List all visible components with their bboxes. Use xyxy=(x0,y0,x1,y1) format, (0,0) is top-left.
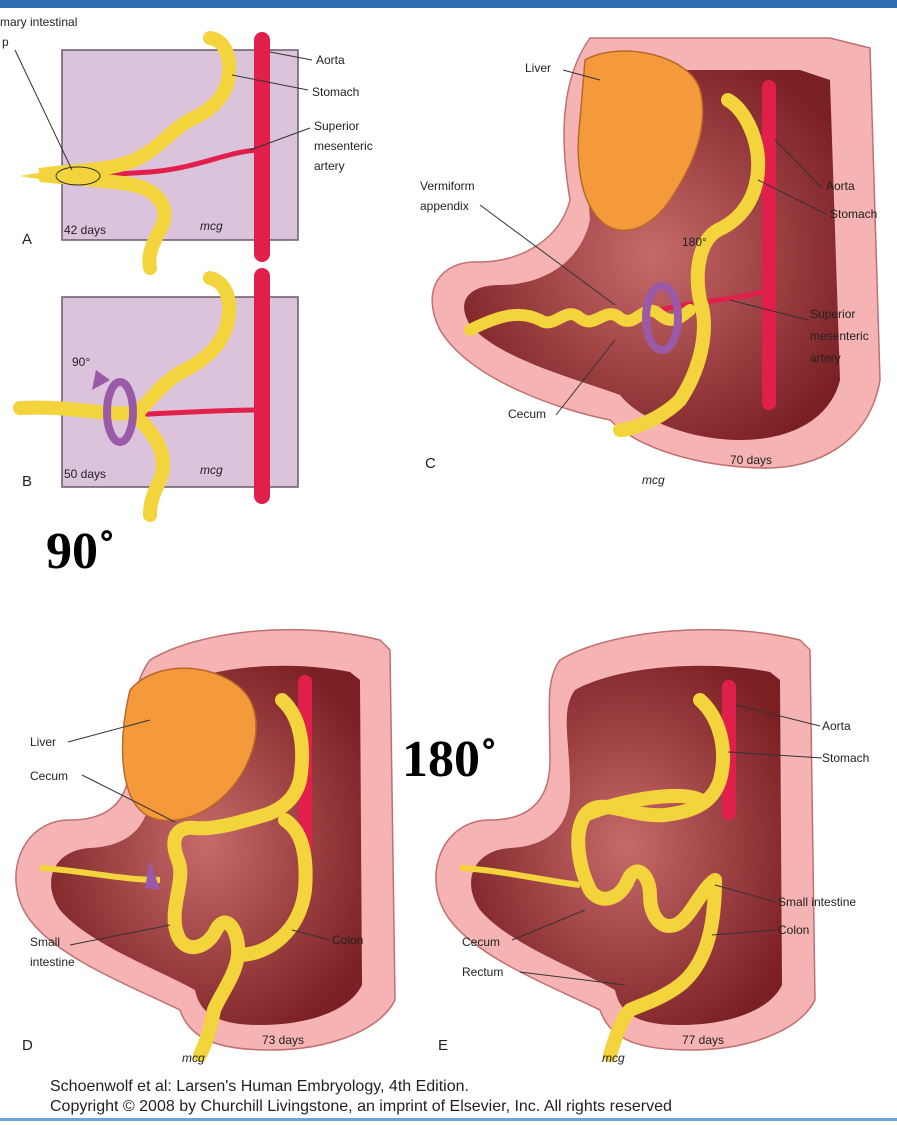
panel-c-angle: 180° xyxy=(682,235,707,249)
panel-d: Liver Cecum Small intestine Colon D 73 d… xyxy=(16,630,395,1065)
panel-e-letter: E xyxy=(438,1037,448,1054)
panel-d-letter: D xyxy=(22,1037,33,1054)
label-aorta-a: Aorta xyxy=(316,53,345,67)
big-label-180: 180˚ xyxy=(402,731,497,788)
panel-a-days: 42 days xyxy=(64,223,106,237)
bottom-accent-bar xyxy=(0,1118,897,1121)
panel-e-days: 77 days xyxy=(682,1033,724,1047)
panel-c-days: 70 days xyxy=(730,453,772,467)
panel-c-letter: C xyxy=(425,455,436,472)
panel-d-days: 73 days xyxy=(262,1033,304,1047)
label-rectum-e: Rectum xyxy=(462,965,503,979)
label-cecum-c: Cecum xyxy=(508,407,546,421)
label-stomach-c: Stomach xyxy=(830,207,877,221)
artist-signature-c: mcg xyxy=(642,473,665,487)
panel-c-aorta xyxy=(762,80,776,410)
label-small-d-2: intestine xyxy=(30,955,75,969)
label-colon-d: Colon xyxy=(332,933,363,947)
panel-e: Aorta Stomach Small intestine Colon Cecu… xyxy=(436,630,869,1065)
label-small-d-1: Small xyxy=(30,935,60,949)
label-colon-e: Colon xyxy=(778,923,809,937)
artist-signature-a: mcg xyxy=(200,219,223,233)
label-aorta-c: Aorta xyxy=(826,179,855,193)
panel-b-letter: B xyxy=(22,473,32,490)
panel-a-aorta xyxy=(254,32,270,262)
credit-line-1: Schoenwolf et al: Larsen's Human Embryol… xyxy=(50,1078,469,1096)
panel-a-letter: A xyxy=(22,231,32,248)
label-aorta-e: Aorta xyxy=(822,719,851,733)
label-sma-c-2: mesenteric xyxy=(810,329,869,343)
panel-a: mary intestinal p Aorta Stomach Superior… xyxy=(0,15,373,268)
label-vermiform-1: Vermiform xyxy=(420,179,475,193)
label-stomach-e: Stomach xyxy=(822,751,869,765)
big-label-90: 90˚ xyxy=(46,523,115,580)
artist-signature-d: mcg xyxy=(182,1051,205,1065)
label-sma-c-3: artery xyxy=(810,351,841,365)
label-sma-a-2: mesenteric xyxy=(314,139,373,153)
panel-c: Liver Vermiform appendix Aorta Stomach S… xyxy=(420,38,880,487)
label-sma-a-1: Superior xyxy=(314,119,359,133)
panel-b-angle: 90° xyxy=(72,355,90,369)
artist-signature-e: mcg xyxy=(602,1051,625,1065)
label-cecum-d: Cecum xyxy=(30,769,68,783)
label-sma-c-1: Superior xyxy=(810,307,855,321)
label-liver-d: Liver xyxy=(30,735,56,749)
panel-a-vitelline-duct xyxy=(20,172,44,180)
panel-b: 90° B 50 days mcg xyxy=(20,268,298,515)
label-primary-intestinal-loop: mary intestinal xyxy=(0,15,77,29)
label-primary-loop-suffix: p xyxy=(2,35,9,49)
panel-b-days: 50 days xyxy=(64,467,106,481)
label-cecum-e: Cecum xyxy=(462,935,500,949)
artist-signature-b: mcg xyxy=(200,463,223,477)
label-liver-c: Liver xyxy=(525,61,551,75)
panel-b-aorta xyxy=(254,268,270,504)
credit-line-2: Copyright © 2008 by Churchill Livingston… xyxy=(50,1098,672,1116)
label-small-intestine-e: Small intestine xyxy=(778,895,856,909)
label-stomach-a: Stomach xyxy=(312,85,359,99)
label-sma-a-3: artery xyxy=(314,159,345,173)
label-vermiform-2: appendix xyxy=(420,199,469,213)
